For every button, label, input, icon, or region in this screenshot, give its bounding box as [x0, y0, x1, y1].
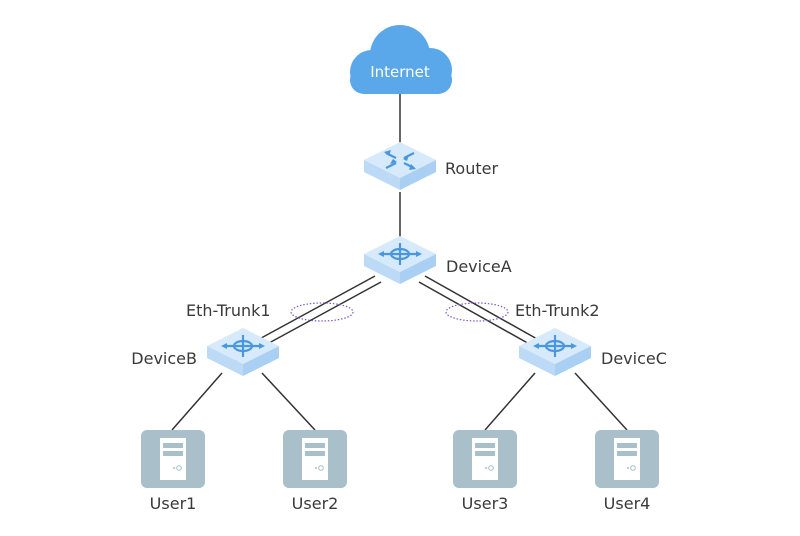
- trunk1-ellipse: [290, 302, 354, 322]
- node-deviceb[interactable]: DeviceB: [131, 328, 279, 376]
- node-user1[interactable]: User1: [140, 429, 206, 513]
- link-devicea-devicec-1: [424, 275, 547, 345]
- link-devicec-user4: [574, 372, 628, 431]
- user3-label: User3: [462, 494, 509, 513]
- switch-icon: [378, 243, 422, 265]
- node-user2[interactable]: User2: [282, 429, 348, 513]
- node-user3[interactable]: User3: [452, 429, 518, 513]
- deviceb-label: DeviceB: [131, 349, 197, 368]
- host-icon: [452, 429, 518, 489]
- host-icon: [282, 429, 348, 489]
- devicea-label: DeviceA: [446, 257, 512, 276]
- user4-label: User4: [604, 494, 651, 513]
- link-deviceb-user2: [261, 372, 316, 431]
- internet-label: Internet: [370, 63, 430, 81]
- node-internet[interactable]: Internet: [350, 25, 452, 94]
- cloud-icon: [350, 25, 452, 94]
- link-devicea-devicec-2: [418, 281, 541, 351]
- user1-label: User1: [150, 494, 197, 513]
- links: [171, 92, 628, 431]
- host-icon: [140, 429, 206, 489]
- switch-icon: [221, 335, 265, 357]
- link-devicec-user3: [484, 372, 536, 431]
- user2-label: User2: [292, 494, 339, 513]
- link-deviceb-user1: [171, 372, 223, 431]
- router-body: [364, 142, 436, 190]
- node-devicec[interactable]: DeviceC: [519, 328, 667, 376]
- node-devicea[interactable]: DeviceA: [364, 236, 512, 284]
- node-router[interactable]: Router: [364, 142, 498, 190]
- router-icon: [384, 150, 416, 170]
- trunk2-ellipse: [445, 302, 509, 322]
- devicec-label: DeviceC: [601, 349, 667, 368]
- trunk1-label: Eth-Trunk1: [186, 301, 271, 320]
- router-label: Router: [445, 159, 498, 178]
- trunk2-label: Eth-Trunk2: [515, 301, 600, 320]
- node-user4[interactable]: User4: [594, 429, 660, 513]
- host-icon: [594, 429, 660, 489]
- switch-icon: [533, 335, 577, 357]
